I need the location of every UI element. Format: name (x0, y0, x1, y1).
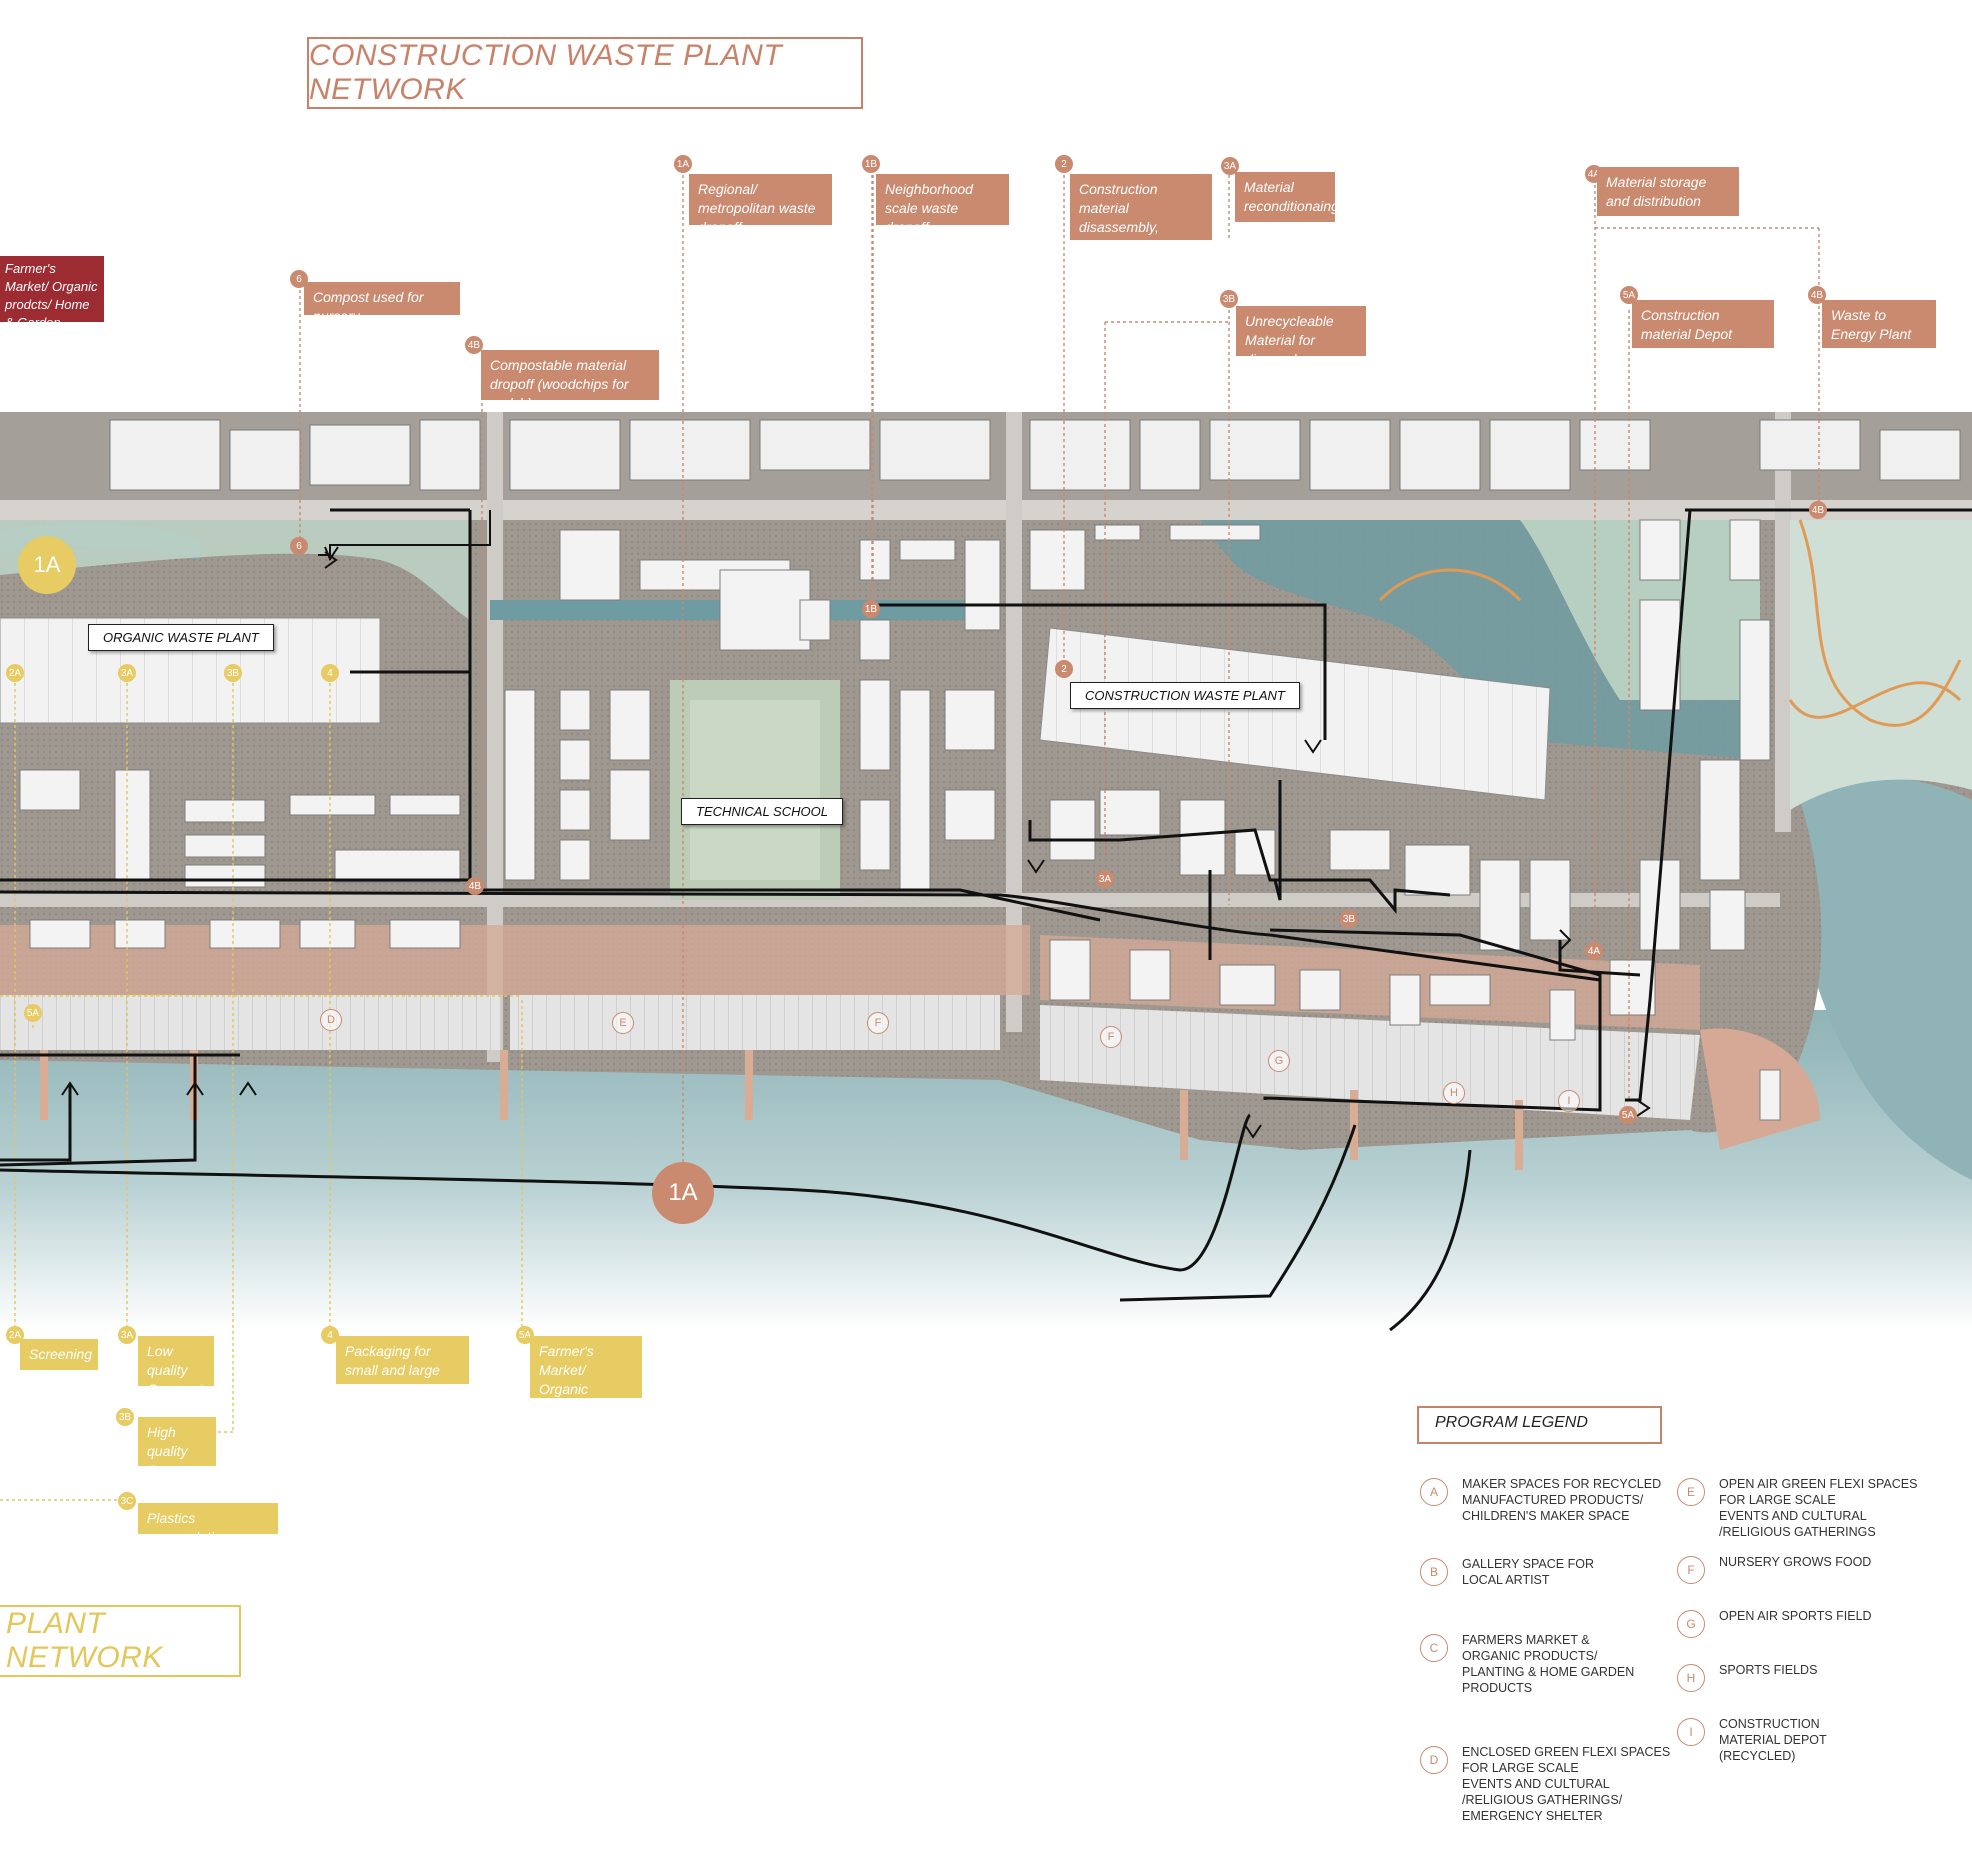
label-organic-waste-plant: ORGANIC WASTE PLANT (88, 624, 274, 651)
marker-3a: 3A (1096, 870, 1114, 888)
legend-item-b: B GALLERY SPACE FOR LOCAL ARTIST (1420, 1556, 1594, 1588)
marker-g3a: 3A (118, 664, 136, 682)
marker-g5a: 5A (24, 1004, 42, 1022)
legend-item-i: I CONSTRUCTION MATERIAL DEPOT (RECYCLED) (1677, 1716, 1827, 1764)
bottom-title: PLANT NETWORK (0, 1605, 241, 1677)
callout-1b: Neighborhood scale waste dropoff (876, 174, 1009, 225)
school-lawn (690, 700, 820, 880)
road-ns-3 (1775, 412, 1791, 832)
legend-text: OPEN AIR GREEN FLEXI SPACES FOR LARGE SC… (1719, 1476, 1917, 1540)
marker-1a-large-top: 1A (18, 536, 76, 594)
marker-1a-large-bottom: 1A (652, 1162, 714, 1224)
waterfront-shed-2 (510, 995, 1000, 1050)
zone-letter-f: F (867, 1012, 889, 1034)
callout-farmers-market: Farmer's Market/ Organic prodcts/ Home &… (0, 256, 104, 322)
legend-title: PROGRAM LEGEND (1417, 1406, 1662, 1444)
callout-g3a: Low quality Compost (138, 1336, 214, 1386)
legend-item-a: A MAKER SPACES FOR RECYCLED MANUFACTURED… (1420, 1476, 1661, 1524)
zone-letter-g: G (1268, 1050, 1290, 1072)
callout-g3c: Plastics accumulation (138, 1503, 278, 1534)
badge-1a: 1A (674, 155, 692, 173)
legend-item-e: E OPEN AIR GREEN FLEXI SPACES FOR LARGE … (1677, 1476, 1917, 1540)
legend-item-d: D ENCLOSED GREEN FLEXI SPACES FOR LARGE … (1420, 1744, 1670, 1824)
marker-3b: 3B (1340, 910, 1358, 928)
callout-6: Compost used for nursery (304, 282, 460, 315)
marker-g3b: 3B (224, 664, 242, 682)
marker-4a: 4A (1585, 942, 1603, 960)
callout-3a: Material reconditionaing (1235, 172, 1335, 222)
marker-6: 6 (290, 537, 308, 555)
marker-g2a: 2A (6, 664, 24, 682)
callout-g5a: Farmer's Market/ Organic prodcts/ Home &… (530, 1336, 642, 1398)
legend-text: MAKER SPACES FOR RECYCLED MANUFACTURED P… (1462, 1476, 1661, 1524)
waterfront-shed-1 (0, 995, 500, 1050)
marker-1b: 1B (862, 600, 880, 618)
zone-letter-d: D (320, 1009, 342, 1031)
legend-text: NURSERY GROWS FOOD (1719, 1554, 1871, 1570)
legend-text: FARMERS MARKET & ORGANIC PRODUCTS/ PLANT… (1462, 1632, 1634, 1696)
marker-g4: 4 (321, 664, 339, 682)
badge-2: 2 (1055, 155, 1073, 173)
legend-item-g: G OPEN AIR SPORTS FIELD (1677, 1608, 1872, 1638)
legend-item-c: C FARMERS MARKET & ORGANIC PRODUCTS/ PLA… (1420, 1632, 1634, 1696)
marker-2: 2 (1055, 660, 1073, 678)
callout-g2a: Screening (20, 1339, 98, 1370)
legend-item-h: H SPORTS FIELDS (1677, 1662, 1817, 1692)
legend-letter: A (1420, 1478, 1448, 1506)
callout-5a: Construction material Depot (1632, 300, 1774, 348)
page-title: CONSTRUCTION WASTE PLANT NETWORK (307, 37, 863, 109)
marker-4b-top: 4B (1809, 501, 1827, 519)
marker-5a: 5A (1619, 1106, 1637, 1124)
legend-letter: B (1420, 1558, 1448, 1586)
main-road (0, 500, 1972, 520)
callout-g4: Packaging for small and large scale uses (336, 1336, 469, 1384)
callout-4a: Material storage and distribution (1597, 167, 1739, 216)
park-right (1790, 520, 1972, 810)
legend-letter: C (1420, 1634, 1448, 1662)
callout-2: Construction material disassembly, recyc… (1070, 174, 1212, 240)
legend-text: ENCLOSED GREEN FLEXI SPACES FOR LARGE SC… (1462, 1744, 1670, 1824)
legend-letter: H (1677, 1664, 1705, 1692)
zone-letter-f: F (1100, 1026, 1122, 1048)
legend-text: GALLERY SPACE FOR LOCAL ARTIST (1462, 1556, 1594, 1588)
badge-g3b: 3B (116, 1408, 134, 1426)
badge-g3c: 3C (118, 1492, 136, 1510)
legend-letter: G (1677, 1610, 1705, 1638)
zone-letter-h: H (1443, 1082, 1465, 1104)
label-technical-school: TECHNICAL SCHOOL (681, 798, 843, 825)
legend-letter: D (1420, 1746, 1448, 1774)
callout-4b-left: Compostable material dropoff (woodchips … (481, 350, 659, 400)
legend-letter: I (1677, 1718, 1705, 1746)
badge-1b: 1B (862, 155, 880, 173)
zone-letter-i: I (1558, 1090, 1580, 1112)
legend-text: CONSTRUCTION MATERIAL DEPOT (RECYCLED) (1719, 1716, 1827, 1764)
callout-g3b: High quality Compost (138, 1417, 216, 1466)
legend-text: OPEN AIR SPORTS FIELD (1719, 1608, 1872, 1624)
legend-letter: E (1677, 1478, 1705, 1506)
label-construction-waste-plant: CONSTRUCTION WASTE PLANT (1070, 682, 1300, 709)
callout-3b: Unrecycleable Material for disposal (1236, 306, 1366, 356)
legend-letter: F (1677, 1556, 1705, 1584)
marker-4b-mid: 4B (466, 877, 484, 895)
callout-1a: Regional/ metropolitan waste dropoff (689, 174, 832, 225)
callout-4b-right: Waste to Energy Plant (1822, 300, 1936, 348)
badge-g3a: 3A (118, 1326, 136, 1344)
legend-item-f: F NURSERY GROWS FOOD (1677, 1554, 1871, 1584)
legend-text: SPORTS FIELDS (1719, 1662, 1817, 1678)
zone-letter-e: E (612, 1012, 634, 1034)
